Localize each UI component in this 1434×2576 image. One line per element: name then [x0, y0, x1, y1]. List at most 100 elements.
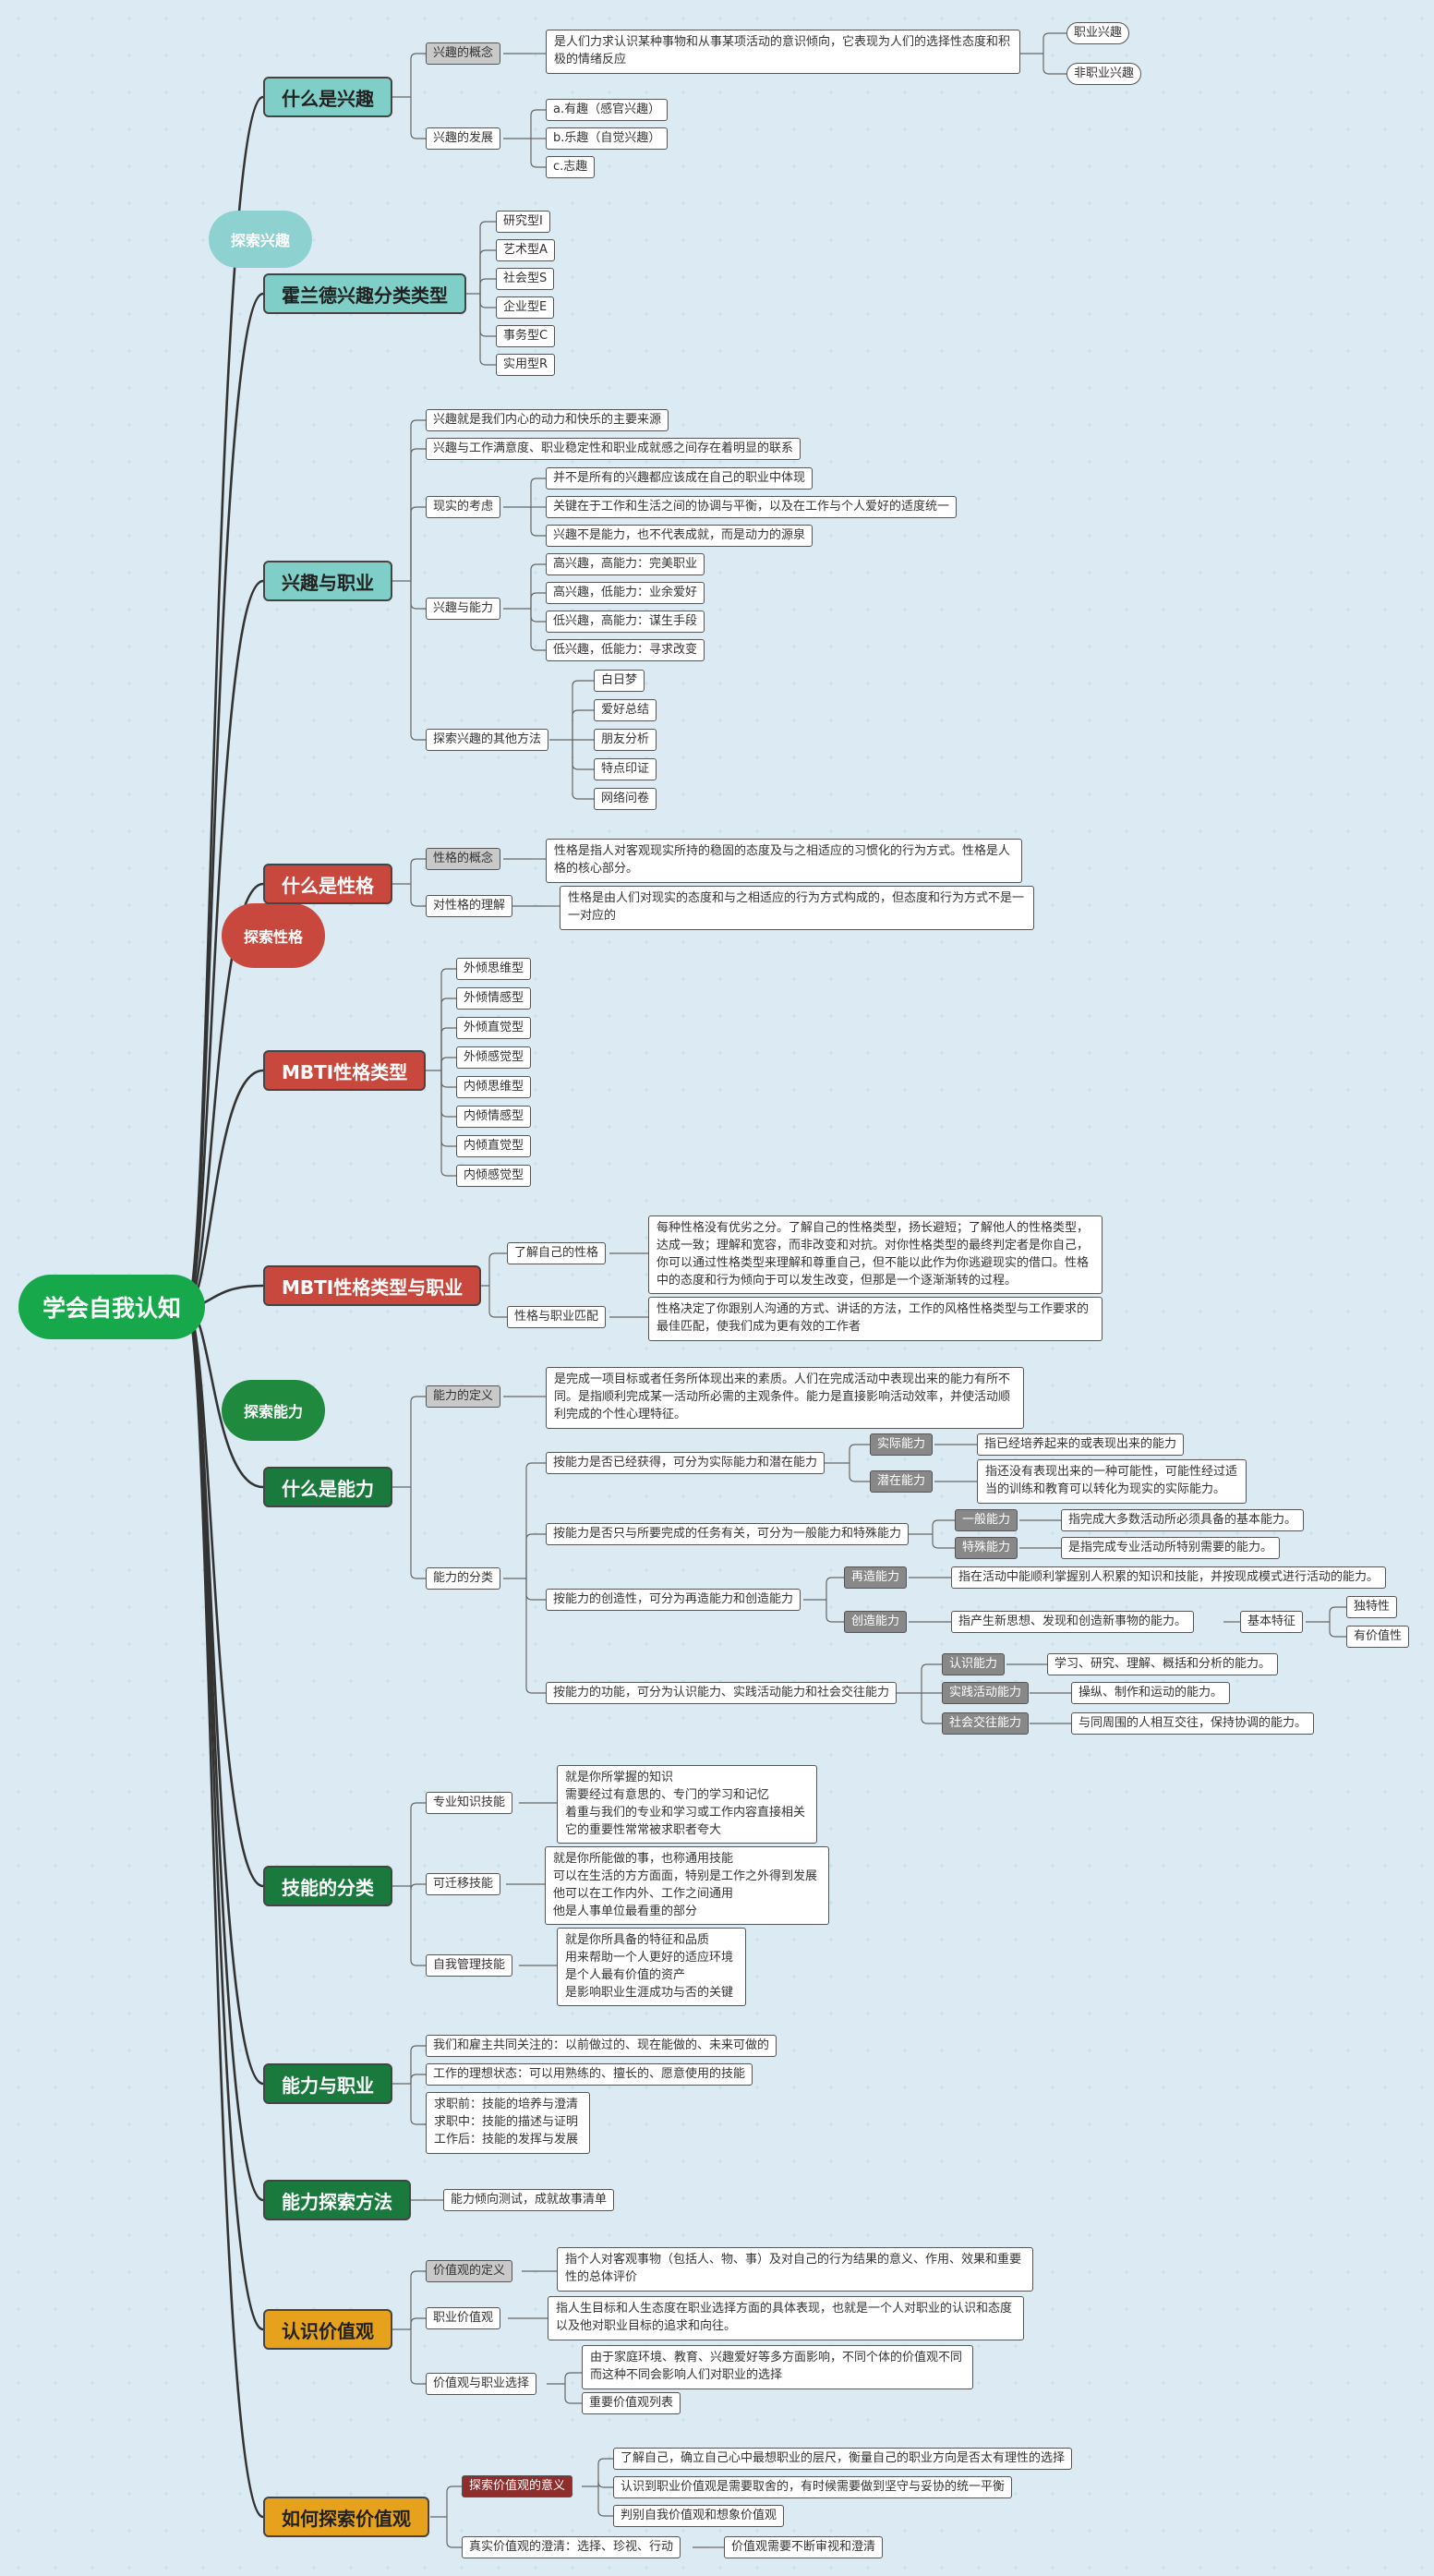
reproduce-ability-text[interactable]: 指在活动中能顺利掌握别人积累的知识和技能，并按现成模式进行活动的能力。: [951, 1566, 1387, 1589]
ability-explore-item[interactable]: 能力倾向测试，成就故事清单: [443, 2189, 615, 2211]
values-clarify-label[interactable]: 真实价值观的澄清：选择、珍视、行动: [462, 2536, 681, 2558]
ability-class-label[interactable]: 能力的分类: [426, 1567, 501, 1590]
trans-skill-label[interactable]: 可迁移技能: [426, 1873, 501, 1895]
values-meaning-label[interactable]: 探索价值观的意义: [462, 2475, 573, 2497]
values-meaning-item[interactable]: 判别自我价值观和想象价值观: [613, 2505, 785, 2527]
interest-method-item[interactable]: 爱好总结: [594, 699, 657, 721]
branch-holland-types[interactable]: 霍兰德兴趣分类类型: [263, 273, 466, 314]
mbti-type[interactable]: 内倾感觉型: [456, 1165, 532, 1187]
interest-dev-label[interactable]: 兴趣的发展: [426, 127, 501, 150]
branch-know-values[interactable]: 认识价值观: [263, 2309, 392, 2350]
personality-understand-label[interactable]: 对性格的理解: [426, 895, 513, 917]
social-ability-label[interactable]: 社会交往能力: [942, 1712, 1030, 1735]
branch-mbti-career[interactable]: MBTI性格类型与职业: [263, 1265, 482, 1306]
personality-concept-label[interactable]: 性格的概念: [426, 848, 501, 870]
real-consider-item[interactable]: 兴趣不是能力，也不代表成就，而是动力的源泉: [546, 525, 813, 547]
interest-method-item[interactable]: 网络问卷: [594, 788, 657, 810]
special-ability-text[interactable]: 是指完成专业活动所特别需要的能力。: [1061, 1537, 1281, 1559]
self-skill-label[interactable]: 自我管理技能: [426, 1954, 513, 1977]
values-meaning-item[interactable]: 认识到职业价值观是需要取舍的，有时候需要做到坚守与妥协的统一平衡: [613, 2476, 1013, 2498]
job-interest[interactable]: 职业兴趣: [1066, 22, 1130, 44]
real-consider-label[interactable]: 现实的考虑: [426, 496, 501, 518]
reproduce-ability-label[interactable]: 再造能力: [844, 1566, 908, 1589]
branch-what-is-personality[interactable]: 什么是性格: [263, 864, 392, 904]
mbti-type[interactable]: 外倾思维型: [456, 958, 532, 980]
real-consider-item[interactable]: 关键在于工作和生活之间的协调与平衡，以及在工作与个人爱好的适度统一: [546, 496, 958, 518]
branch-explore-values[interactable]: 如何探索价值观: [263, 2497, 429, 2537]
general-ability-text[interactable]: 指完成大多数活动所必须具备的基本能力。: [1061, 1509, 1305, 1531]
mbti-type[interactable]: 外倾直觉型: [456, 1017, 532, 1039]
branch-ability-career[interactable]: 能力与职业: [263, 2063, 392, 2104]
potential-ability-label[interactable]: 潜在能力: [870, 1470, 934, 1493]
interest-dev-item[interactable]: a.有趣（感官兴趣）: [546, 99, 669, 121]
values-def-label[interactable]: 价值观的定义: [426, 2260, 513, 2282]
holland-type[interactable]: 事务型C: [496, 325, 556, 347]
ability-class-4[interactable]: 按能力的功能，可分为认识能力、实践活动能力和社会交往能力: [546, 1682, 898, 1704]
ability-career-point[interactable]: 我们和雇主共同关注的：以前做过的、现在能做的、未来可做的: [426, 2035, 777, 2057]
values-meaning-item[interactable]: 了解自己，确立自己心中最想职业的层尺，衡量自己的职业方向是否太有理性的选择: [613, 2448, 1073, 2470]
interest-dev-item[interactable]: b.乐趣（自觉兴趣）: [546, 127, 669, 150]
branch-ability-explore[interactable]: 能力探索方法: [263, 2180, 411, 2220]
nonjob-interest[interactable]: 非职业兴趣: [1066, 63, 1142, 85]
basic-feature-item[interactable]: 有价值性: [1346, 1626, 1410, 1648]
interest-career-point[interactable]: 兴趣就是我们内心的动力和快乐的主要来源: [426, 409, 669, 431]
branch-interest-career[interactable]: 兴趣与职业: [263, 561, 392, 601]
branch-skill-types[interactable]: 技能的分类: [263, 1866, 392, 1906]
pro-skill-label[interactable]: 专业知识技能: [426, 1792, 513, 1814]
cog-ability-text[interactable]: 学习、研究、理解、概括和分析的能力。: [1047, 1653, 1279, 1675]
social-ability-text[interactable]: 与同周围的人相互交往，保持协调的能力。: [1071, 1712, 1315, 1735]
ability-class-1[interactable]: 按能力是否已经获得，可分为实际能力和潜在能力: [546, 1452, 825, 1474]
holland-type[interactable]: 企业型E: [496, 296, 555, 319]
mbti-type[interactable]: 内倾思维型: [456, 1076, 532, 1098]
interest-ability-item[interactable]: 高兴趣，低能力：业余爱好: [546, 582, 705, 604]
create-ability-label[interactable]: 创造能力: [844, 1611, 908, 1633]
root-topic[interactable]: 学会自我认知: [18, 1275, 205, 1339]
ability-class-2[interactable]: 按能力是否只与所要完成的任务有关，可分为一般能力和特殊能力: [546, 1523, 910, 1545]
interest-method-item[interactable]: 特点印证: [594, 758, 657, 780]
branch-what-is-ability[interactable]: 什么是能力: [263, 1467, 392, 1507]
real-consider-item[interactable]: 并不是所有的兴趣都应该成在自己的职业中体现: [546, 467, 813, 490]
connector: [410, 2317, 426, 2329]
basic-feature-label[interactable]: 基本特征: [1240, 1611, 1304, 1633]
job-values-label[interactable]: 职业价值观: [426, 2307, 501, 2329]
holland-type[interactable]: 实用型R: [496, 354, 556, 376]
special-ability-label[interactable]: 特殊能力: [955, 1537, 1018, 1559]
interest-ability-item[interactable]: 低兴趣，高能力：谋生手段: [546, 611, 705, 633]
holland-type[interactable]: 研究型I: [496, 211, 550, 233]
personality-match-label[interactable]: 性格与职业匹配: [507, 1306, 607, 1328]
interest-ability-label[interactable]: 兴趣与能力: [426, 598, 501, 620]
ability-def-label[interactable]: 能力的定义: [426, 1385, 501, 1408]
interest-method-label[interactable]: 探索兴趣的其他方法: [426, 729, 549, 751]
actual-ability-label[interactable]: 实际能力: [870, 1433, 934, 1456]
cog-ability-label[interactable]: 认识能力: [942, 1653, 1006, 1675]
interest-method-item[interactable]: 朋友分析: [594, 729, 657, 751]
basic-feature-item[interactable]: 独特性: [1346, 1596, 1398, 1618]
mbti-type[interactable]: 外倾感觉型: [456, 1046, 532, 1069]
interest-method-item[interactable]: 白日梦: [594, 670, 645, 692]
connector: [410, 1487, 426, 1579]
mbti-type[interactable]: 内倾直觉型: [456, 1135, 532, 1157]
ability-career-point[interactable]: 工作的理想状态：可以用熟练的、擅长的、愿意使用的技能: [426, 2063, 753, 2086]
create-ability-text[interactable]: 指产生新思想、发现和创造新事物的能力。: [951, 1611, 1195, 1633]
interest-dev-item[interactable]: c.志趣: [546, 156, 596, 178]
ability-class-3[interactable]: 按能力的创造性，可分为再造能力和创造能力: [546, 1589, 801, 1611]
interest-ability-item[interactable]: 低兴趣，低能力：寻求改变: [546, 639, 705, 661]
mbti-type[interactable]: 内倾情感型: [456, 1106, 532, 1128]
holland-type[interactable]: 社会型S: [496, 268, 555, 290]
values-clarify-item[interactable]: 价值观需要不断审视和澄清: [724, 2536, 884, 2558]
interest-concept-label[interactable]: 兴趣的概念: [426, 42, 501, 65]
holland-type[interactable]: 艺术型A: [496, 239, 555, 261]
interest-career-point[interactable]: 兴趣与工作满意度、职业稳定性和职业成就感之间存在着明显的联系: [426, 438, 801, 460]
important-values-list[interactable]: 重要价值观列表: [582, 2392, 681, 2414]
job-values-text: 指人生目标和人生态度在职业选择方面的具体表现，也就是一个人对职业的认识和态度以及…: [548, 2296, 1024, 2340]
interest-ability-item[interactable]: 高兴趣，高能力：完美职业: [546, 553, 705, 575]
practice-ability-text[interactable]: 操纵、制作和运动的能力。: [1071, 1682, 1231, 1704]
branch-mbti-types[interactable]: MBTI性格类型: [263, 1050, 427, 1091]
actual-ability-text[interactable]: 指已经培养起来的或表现出来的能力: [977, 1433, 1185, 1456]
mbti-type[interactable]: 外倾情感型: [456, 987, 532, 1010]
general-ability-label[interactable]: 一般能力: [955, 1509, 1018, 1531]
branch-what-is-interest[interactable]: 什么是兴趣: [263, 77, 392, 117]
values-choose-label[interactable]: 价值观与职业选择: [426, 2373, 537, 2395]
know-personality-label[interactable]: 了解自己的性格: [507, 1242, 607, 1264]
practice-ability-label[interactable]: 实践活动能力: [942, 1682, 1030, 1704]
